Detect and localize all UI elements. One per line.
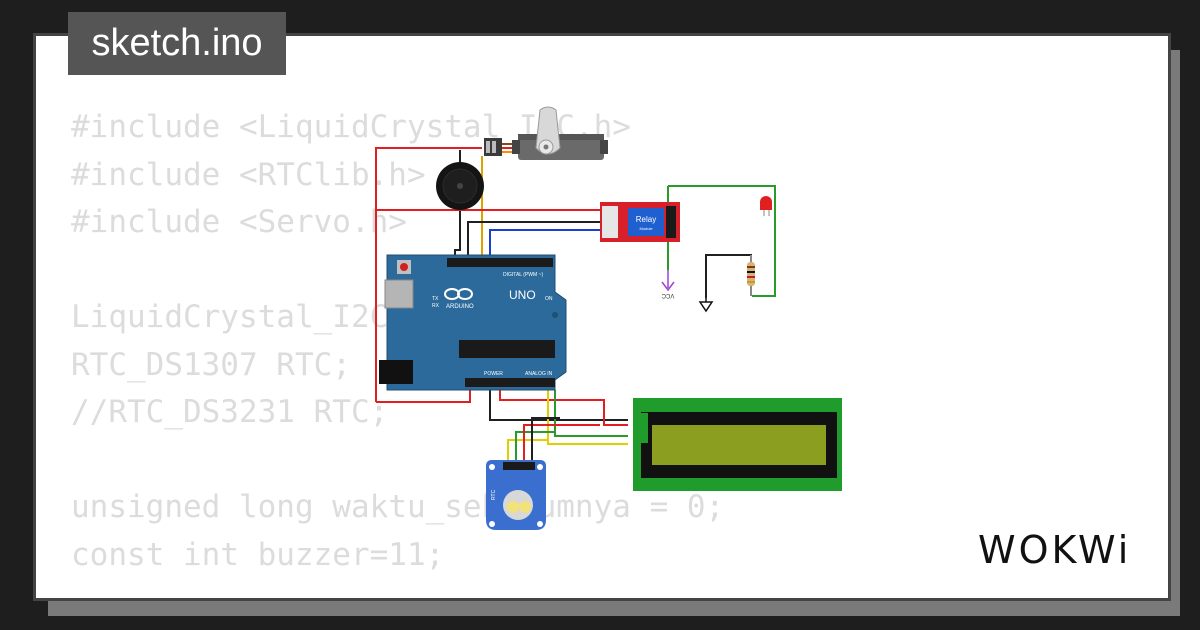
rtc-label: RTC (491, 489, 497, 500)
wire-lcd-sda (547, 390, 628, 445)
code-line: unsigned long waktu_sebelumnya = 0; (71, 489, 725, 525)
wire-rtc-sda (507, 439, 548, 462)
code-line: #include <RTClib.h> (71, 156, 426, 193)
rtc-module[interactable]: RTC (486, 460, 546, 530)
preview-card: #include <LiquidCrystal_I2C.h>#include <… (33, 33, 1171, 601)
wire-lcd-gnd (489, 390, 628, 421)
wire-lcd-scl (554, 390, 628, 437)
arduino-tx-label: TX (432, 296, 439, 302)
led-red[interactable] (760, 196, 772, 216)
vcc-symbol: VCC (661, 270, 675, 298)
wire-relay-gnd (467, 221, 600, 262)
relay-title: Relay (636, 215, 656, 224)
relay-subtitle: Module (639, 226, 653, 231)
wire-relay-in (489, 229, 600, 262)
wire-red-servo (375, 147, 482, 402)
relay-module[interactable]: Relay Module (600, 202, 680, 242)
wire-led-resistor (668, 185, 776, 297)
arduino-analog-label: ANALOG IN (525, 371, 553, 377)
arduino-rx-label: RX (432, 303, 440, 309)
arduino-digital-label: DIGITAL (PWM ~) (503, 272, 543, 278)
arduino-board-label: UNO (509, 288, 536, 302)
vcc-label: VCC (661, 292, 674, 298)
wokwi-logo: WOKWi (978, 528, 1132, 572)
wire-rtc-scl (515, 431, 555, 462)
resistor[interactable] (747, 255, 755, 296)
code-line: RTC_DS1307 RTC; (71, 346, 351, 383)
wire-lcd-vcc (499, 390, 628, 426)
arduino-brand: ARDUINO (446, 304, 474, 310)
wire-gnd-resistor (705, 254, 752, 298)
servo-motor[interactable] (484, 106, 608, 160)
arduino-uno[interactable]: ARDUINO UNO DIGITAL (PWM ~) ON TX RX POW… (379, 254, 567, 391)
ground-symbol (698, 298, 714, 313)
wire-rtc-vcc (523, 424, 600, 462)
lcd-display[interactable] (633, 398, 842, 491)
code-line: //RTC_DS3231 RTC; (71, 394, 389, 430)
wire-rtc-gnd (531, 417, 560, 462)
arduino-power-label: POWER (484, 371, 503, 377)
file-tab[interactable]: sketch.ino (68, 12, 286, 75)
code-line: const int buzzer=11; (71, 536, 445, 573)
buzzer[interactable] (436, 162, 484, 210)
wire-red-5v (376, 390, 471, 403)
arduino-on-label: ON (545, 296, 553, 302)
